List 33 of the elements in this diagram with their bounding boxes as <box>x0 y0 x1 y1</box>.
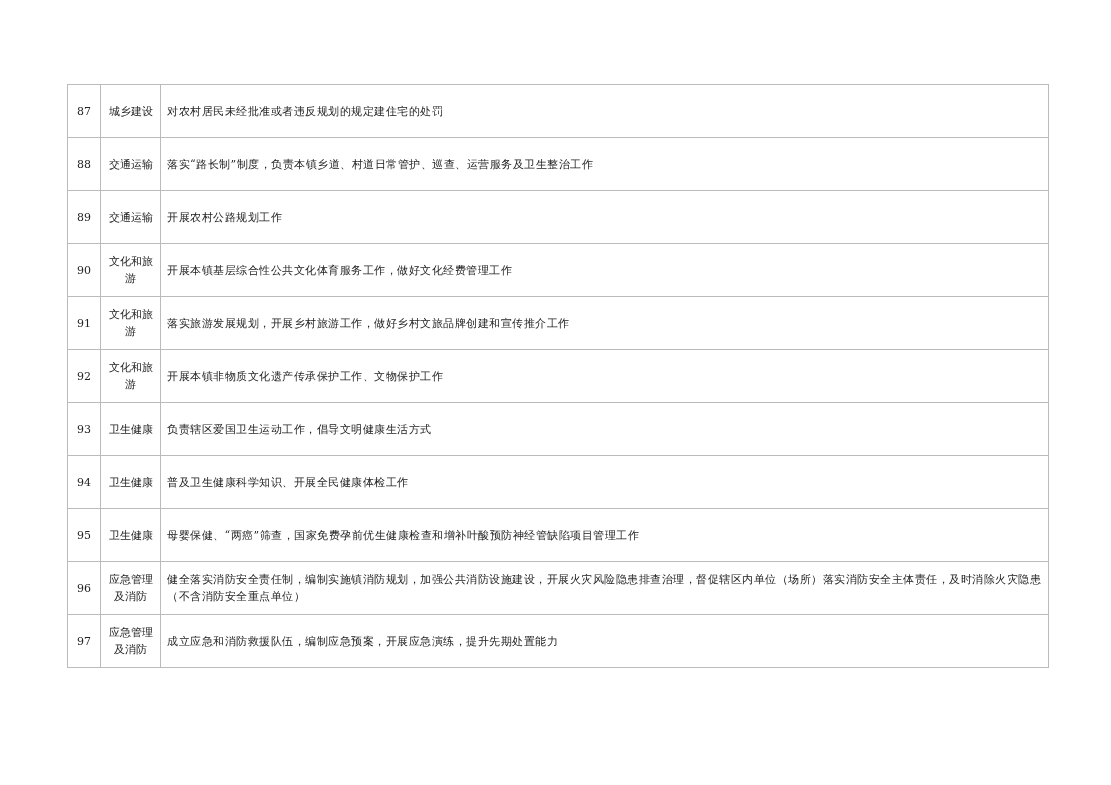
task-cell: 开展本镇非物质文化遗产传承保护工作、文物保护工作 <box>160 349 1049 403</box>
row-number-cell: 87 <box>67 84 101 138</box>
task-cell: 落实“路长制”制度，负责本镇乡道、村道日常管护、巡查、运营服务及卫生整治工作 <box>160 137 1049 191</box>
category-cell: 交通运输 <box>100 190 161 244</box>
task-cell: 对农村居民未经批准或者违反规划的规定建住宅的处罚 <box>160 84 1049 138</box>
row-number-cell: 90 <box>67 243 101 297</box>
row-number-cell: 93 <box>67 402 101 456</box>
row-number-cell: 88 <box>67 137 101 191</box>
category-cell: 交通运输 <box>100 137 161 191</box>
row-number-cell: 89 <box>67 190 101 244</box>
row-number-cell: 95 <box>67 508 101 562</box>
category-cell: 文化和旅游 <box>100 243 161 297</box>
category-cell: 卫生健康 <box>100 402 161 456</box>
task-cell: 母婴保健、“两癌”筛查，国家免费孕前优生健康检查和增补叶酸预防神经管缺陷项目管理工作 <box>160 508 1049 562</box>
task-cell: 开展农村公路规划工作 <box>160 190 1049 244</box>
task-cell: 健全落实消防安全责任制，编制实施镇消防规划，加强公共消防设施建设，开展火灾风险隐患排查治理，督促辖区内单位（场所）落实消防安全主体责任，及时消除火灾隐患（不含消防安全重点单位） <box>160 561 1049 615</box>
task-cell: 负责辖区爱国卫生运动工作，倡导文明健康生活方式 <box>160 402 1049 456</box>
task-cell: 普及卫生健康科学知识、开展全民健康体检工作 <box>160 455 1049 509</box>
row-number-cell: 96 <box>67 561 101 615</box>
category-cell: 应急管理及消防 <box>100 614 161 668</box>
row-number-cell: 94 <box>67 455 101 509</box>
category-cell: 文化和旅游 <box>100 349 161 403</box>
row-number-cell: 91 <box>67 296 101 350</box>
row-number-cell: 92 <box>67 349 101 403</box>
task-cell: 开展本镇基层综合性公共文化体育服务工作，做好文化经费管理工作 <box>160 243 1049 297</box>
category-cell: 应急管理及消防 <box>100 561 161 615</box>
task-cell: 落实旅游发展规划，开展乡村旅游工作，做好乡村文旅品牌创建和宣传推介工作 <box>160 296 1049 350</box>
category-cell: 城乡建设 <box>100 84 161 138</box>
task-cell: 成立应急和消防救援队伍，编制应急预案，开展应急演练，提升先期处置能力 <box>160 614 1049 668</box>
row-number-cell: 97 <box>67 614 101 668</box>
category-cell: 卫生健康 <box>100 508 161 562</box>
category-cell: 文化和旅游 <box>100 296 161 350</box>
category-cell: 卫生健康 <box>100 455 161 509</box>
